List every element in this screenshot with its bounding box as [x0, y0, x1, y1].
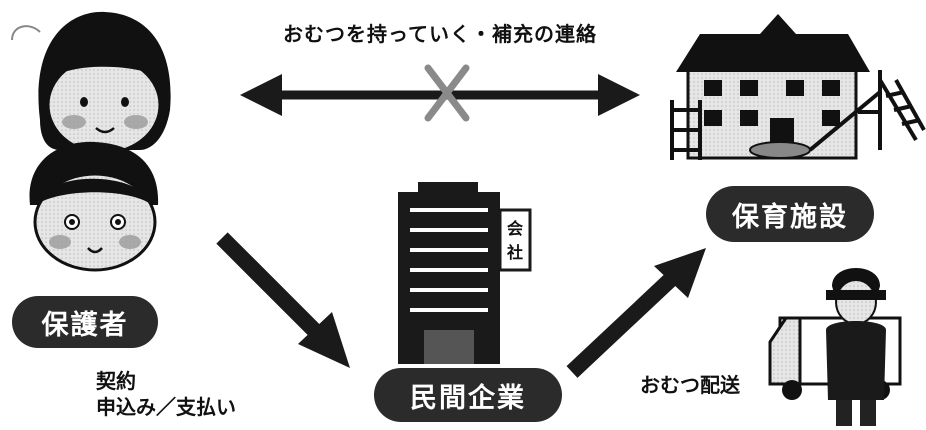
- nursery-school-icon: [670, 14, 926, 160]
- facility-label: 保育施設: [706, 186, 874, 242]
- arrow-company-to-facility: [566, 248, 706, 378]
- delivery-note: おむつ配送: [640, 373, 740, 397]
- building-sign-top: 会: [507, 219, 523, 238]
- cross-mark-icon: [424, 64, 470, 122]
- double-arrow: [240, 74, 640, 116]
- contract-note: 契約: [96, 369, 136, 393]
- company-label: 民間企業: [374, 368, 562, 422]
- arrow-parent-to-company: [216, 232, 350, 368]
- parent-label: 保護者: [12, 296, 158, 348]
- courier-person-icon: [826, 268, 886, 426]
- top-caption: おむつを持っていく・補充の連絡: [283, 22, 597, 46]
- parent-face-icon: [11, 11, 171, 155]
- application-payment-note: 申込み／支払い: [96, 395, 236, 419]
- office-building-icon: [398, 182, 532, 364]
- building-sign-bottom: 社: [506, 243, 523, 262]
- child-face-icon: [29, 141, 159, 272]
